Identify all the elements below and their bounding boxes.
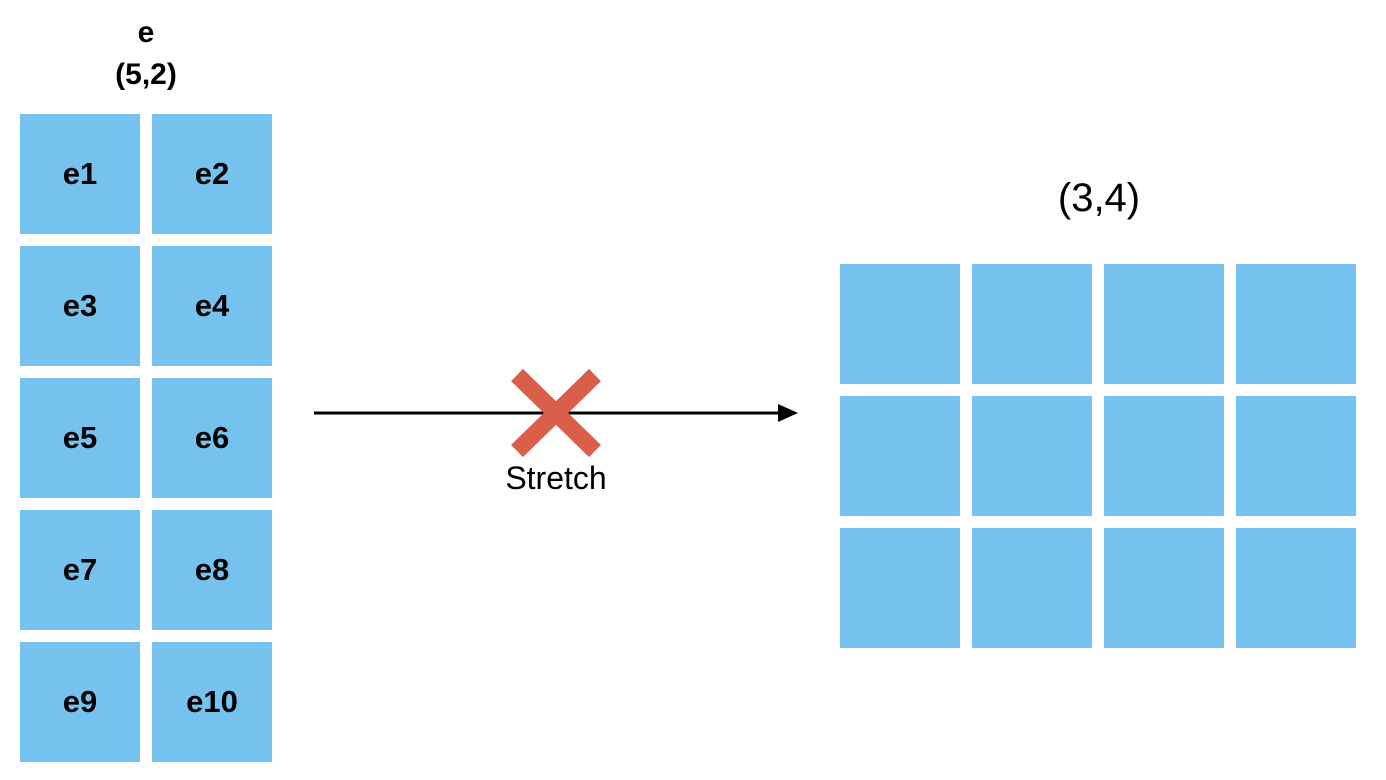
source-cell: e3 — [20, 246, 140, 366]
source-cell: e2 — [152, 114, 272, 234]
source-cell: e8 — [152, 510, 272, 630]
source-cell: e10 — [152, 642, 272, 762]
source-cell: e1 — [20, 114, 140, 234]
target-array-shape: (3,4) — [1057, 176, 1141, 220]
target-cell — [1104, 396, 1224, 516]
arrow-head-icon — [778, 404, 798, 422]
source-array-grid: e1 e2 e3 e4 e5 e6 e7 e8 e9 e10 — [20, 114, 272, 762]
target-cell — [972, 528, 1092, 648]
cross-icon — [511, 368, 601, 458]
target-cell — [1236, 396, 1356, 516]
source-cell: e5 — [20, 378, 140, 498]
target-cell — [972, 396, 1092, 516]
target-cell — [840, 264, 960, 384]
source-cell: e4 — [152, 246, 272, 366]
target-cell — [1236, 264, 1356, 384]
target-cell — [1104, 264, 1224, 384]
target-array-grid — [840, 264, 1356, 648]
source-array-name: e — [137, 16, 155, 49]
target-cell — [840, 528, 960, 648]
target-cell — [972, 264, 1092, 384]
source-array-shape: (5,2) — [115, 58, 177, 91]
target-cell — [840, 396, 960, 516]
source-cell: e6 — [152, 378, 272, 498]
target-cell — [1236, 528, 1356, 648]
source-cell: e9 — [20, 642, 140, 762]
source-cell: e7 — [20, 510, 140, 630]
stretch-label: Stretch — [505, 460, 607, 496]
target-cell — [1104, 528, 1224, 648]
